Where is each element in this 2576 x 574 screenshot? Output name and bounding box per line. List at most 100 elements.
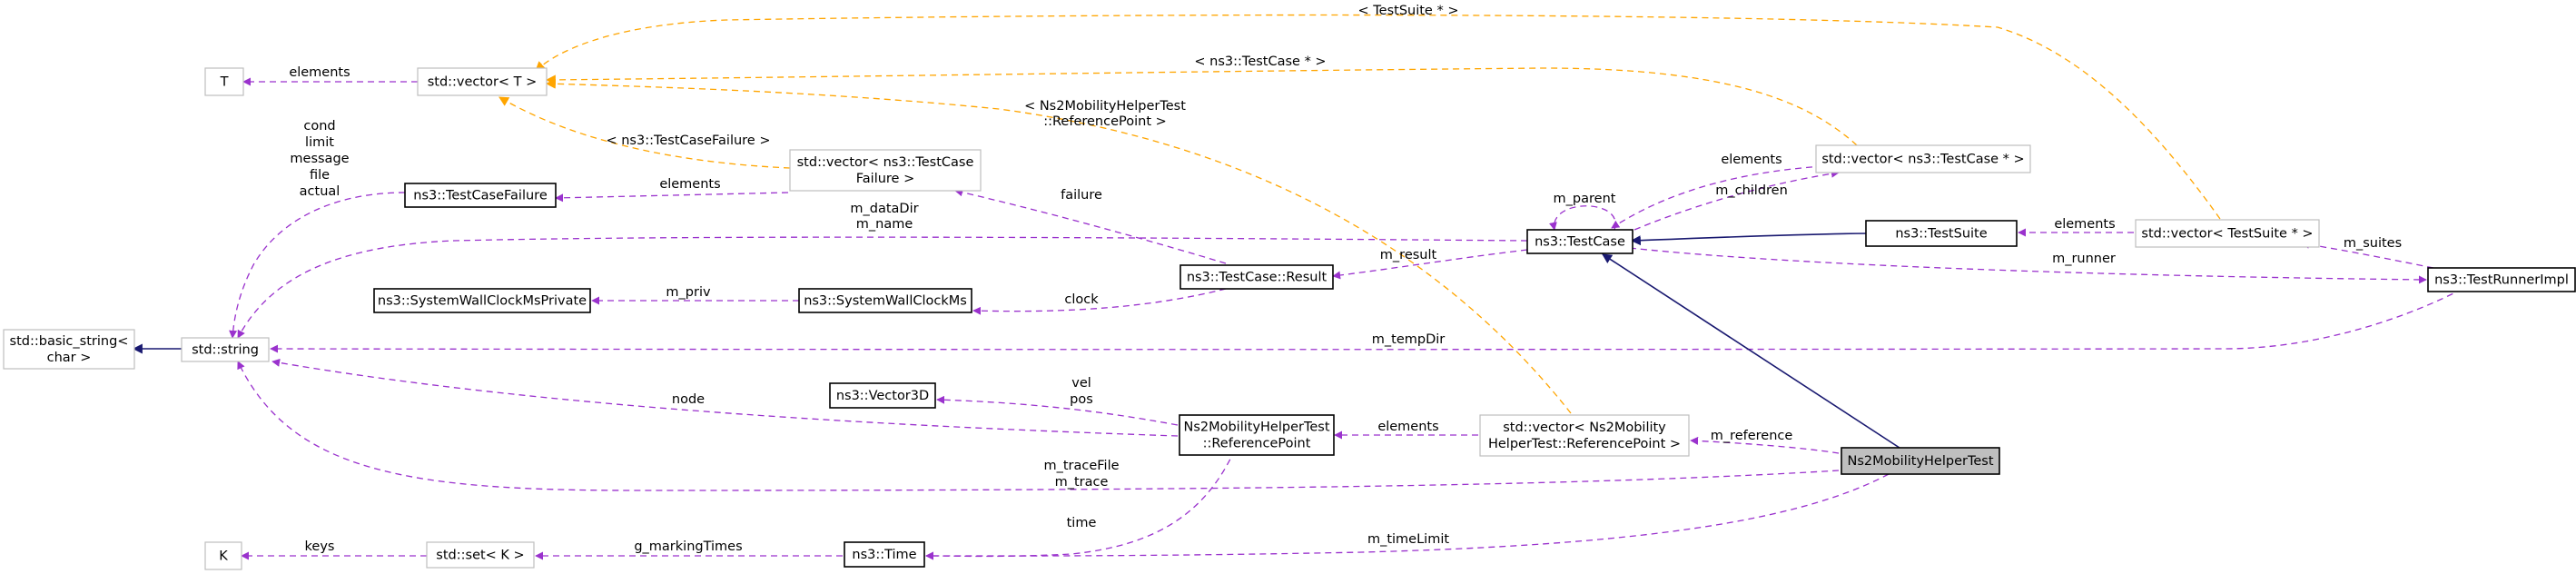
label-elements-ref: elements	[1377, 420, 1438, 434]
node-label: ::ReferencePoint	[1203, 437, 1311, 451]
node-label: K	[219, 549, 228, 564]
label-m-result: m_result	[1380, 248, 1437, 262]
label-m-trace: m_trace	[1055, 475, 1109, 490]
label-m-suites: m_suites	[2344, 236, 2402, 251]
node-label: ns3::Time	[852, 548, 916, 562]
node-box	[417, 67, 548, 96]
edges	[132, 14, 2463, 560]
node-box	[2135, 219, 2320, 248]
node-time[interactable]: ns3::Time	[844, 541, 925, 568]
node-set-k[interactable]: std::set< K >	[426, 541, 535, 569]
node-label: ns3::Vector3D	[836, 389, 929, 403]
node-vector-t[interactable]: std::vector< T >	[417, 67, 548, 96]
label-m-reference: m_reference	[1711, 429, 1793, 443]
node-box	[373, 288, 591, 313]
label-testcase-ptr: < ns3::TestCase * >	[1194, 54, 1326, 69]
node-box	[1841, 447, 2000, 475]
node-box	[204, 541, 242, 570]
node-test-case-failure[interactable]: ns3::TestCaseFailure	[404, 183, 557, 208]
node-label: std::vector< ns3::TestCase	[797, 155, 974, 170]
node-label: ns3::TestSuite	[1895, 227, 1987, 242]
node-ref-point[interactable]: Ns2MobilityHelperTest::ReferencePoint	[1179, 414, 1335, 456]
node-label: ns3::SystemWallClockMsPrivate	[378, 294, 587, 309]
edge-testcasefailure-to-string	[229, 192, 406, 339]
edge-labels: elements < TestSuite * > < ns3::TestCase…	[289, 4, 2402, 554]
node-label: ns3::SystemWallClockMs	[804, 294, 967, 309]
label-refpoint-tmpl-1: < Ns2MobilityHelperTest	[1024, 99, 1186, 114]
label-m-runner: m_runner	[2052, 252, 2116, 266]
label-m-timelimit: m_timeLimit	[1367, 532, 1449, 547]
label-keys: keys	[305, 539, 335, 554]
node-t[interactable]: T	[204, 67, 244, 96]
node-label: Failure >	[856, 172, 914, 186]
node-label: ns3::TestRunnerImpl	[2434, 273, 2569, 288]
node-k[interactable]: K	[204, 541, 242, 570]
node-label: ns3::TestCase::Result	[1187, 271, 1327, 285]
node-box	[1526, 229, 1633, 254]
node-box	[2427, 267, 2576, 292]
edge-refpoint-to-vector3d	[936, 395, 1179, 426]
node-test-runner-impl[interactable]: ns3::TestRunnerImpl	[2427, 267, 2576, 292]
label-vel: vel	[1071, 376, 1091, 391]
label-elements-T: elements	[289, 65, 350, 80]
edge-testcase-to-result	[1332, 249, 1528, 280]
label-failure-field-file: file	[310, 168, 330, 183]
node-box	[1815, 144, 2031, 173]
node-result[interactable]: ns3::TestCase::Result	[1179, 264, 1334, 290]
node-label: ns3::TestCase	[1535, 235, 1625, 250]
node-box	[1479, 414, 1690, 457]
node-wall-clock[interactable]: ns3::SystemWallClockMs	[798, 288, 972, 313]
node-vector3-d[interactable]: ns3::Vector3D	[829, 382, 936, 409]
node-wall-private[interactable]: ns3::SystemWallClockMsPrivate	[373, 288, 591, 313]
label-failure-field-cond: cond	[303, 119, 335, 134]
edge-runner-to-string	[270, 288, 2463, 353]
label-failure-field-actual: actual	[300, 184, 341, 199]
edge-vectorfailure-to-vectorT	[498, 96, 791, 169]
node-label: Ns2MobilityHelperTest	[1847, 454, 1993, 469]
label-g-markingtimes: g_markingTimes	[634, 539, 742, 554]
label-m-tracefile: m_traceFile	[1043, 459, 1119, 473]
node-box	[181, 337, 270, 362]
node-label: std::set< K >	[436, 549, 524, 563]
node-basic-string[interactable]: std::basic_string<char >	[3, 329, 135, 370]
node-box	[404, 183, 557, 208]
node-label: std::vector< TestSuite * >	[2141, 227, 2313, 242]
label-m-children: m_children	[1715, 183, 1788, 198]
node-label: Ns2MobilityHelperTest	[1183, 421, 1329, 435]
edge-testcase-to-runner	[1629, 247, 2427, 284]
label-name: m_name	[856, 217, 913, 232]
node-box	[1179, 264, 1334, 290]
node-label: std::vector< ns3::TestCase * >	[1821, 153, 2024, 167]
edge-testcase-parent-loop	[1549, 205, 1616, 231]
node-label: HelperTest::ReferencePoint >	[1488, 437, 1681, 451]
label-elements-testcase: elements	[1721, 153, 1781, 167]
edge-vectorfailure-to-testcasefailure	[555, 192, 789, 203]
label-m-parent: m_parent	[1554, 192, 1616, 206]
edge-vectortestcase-to-vectorT	[545, 67, 1858, 146]
node-label: std::basic_string<	[10, 334, 129, 349]
label-clock: clock	[1064, 292, 1099, 307]
edge-vectorsuite-to-vectorT	[535, 14, 2221, 220]
node-box	[3, 329, 135, 370]
edge-runner-to-vectorsuite	[2301, 240, 2434, 269]
node-vector-test-case[interactable]: std::vector< ns3::TestCase * >	[1815, 144, 2031, 173]
node-std-string[interactable]: std::string	[181, 337, 270, 362]
label-failure: failure	[1061, 188, 1102, 203]
label-m-tempdir: m_tempDir	[1372, 332, 1446, 347]
node-box	[789, 149, 982, 192]
edge-maintest-to-time	[925, 473, 1890, 560]
node-vector-test-suite[interactable]: std::vector< TestSuite * >	[2135, 219, 2320, 248]
edge-vectortestcase-to-testcase	[1611, 165, 1824, 229]
edge-result-to-vectorfailure	[954, 188, 1227, 264]
node-test-suite[interactable]: ns3::TestSuite	[1865, 220, 2018, 247]
node-vector-ref[interactable]: std::vector< Ns2MobilityHelperTest::Refe…	[1479, 414, 1690, 457]
node-vector-failure[interactable]: std::vector< ns3::TestCaseFailure >	[789, 149, 982, 192]
node-box	[1179, 414, 1335, 456]
node-test-case[interactable]: ns3::TestCase	[1526, 229, 1633, 254]
node-main-test[interactable]: Ns2MobilityHelperTest	[1841, 447, 2000, 475]
edge-testsuite-inherits-testcase	[1630, 233, 1867, 246]
label-elements-failure: elements	[659, 177, 720, 192]
edge-result-to-wallclock	[972, 288, 1227, 315]
label-testsuite-ptr: < TestSuite * >	[1358, 4, 1459, 18]
